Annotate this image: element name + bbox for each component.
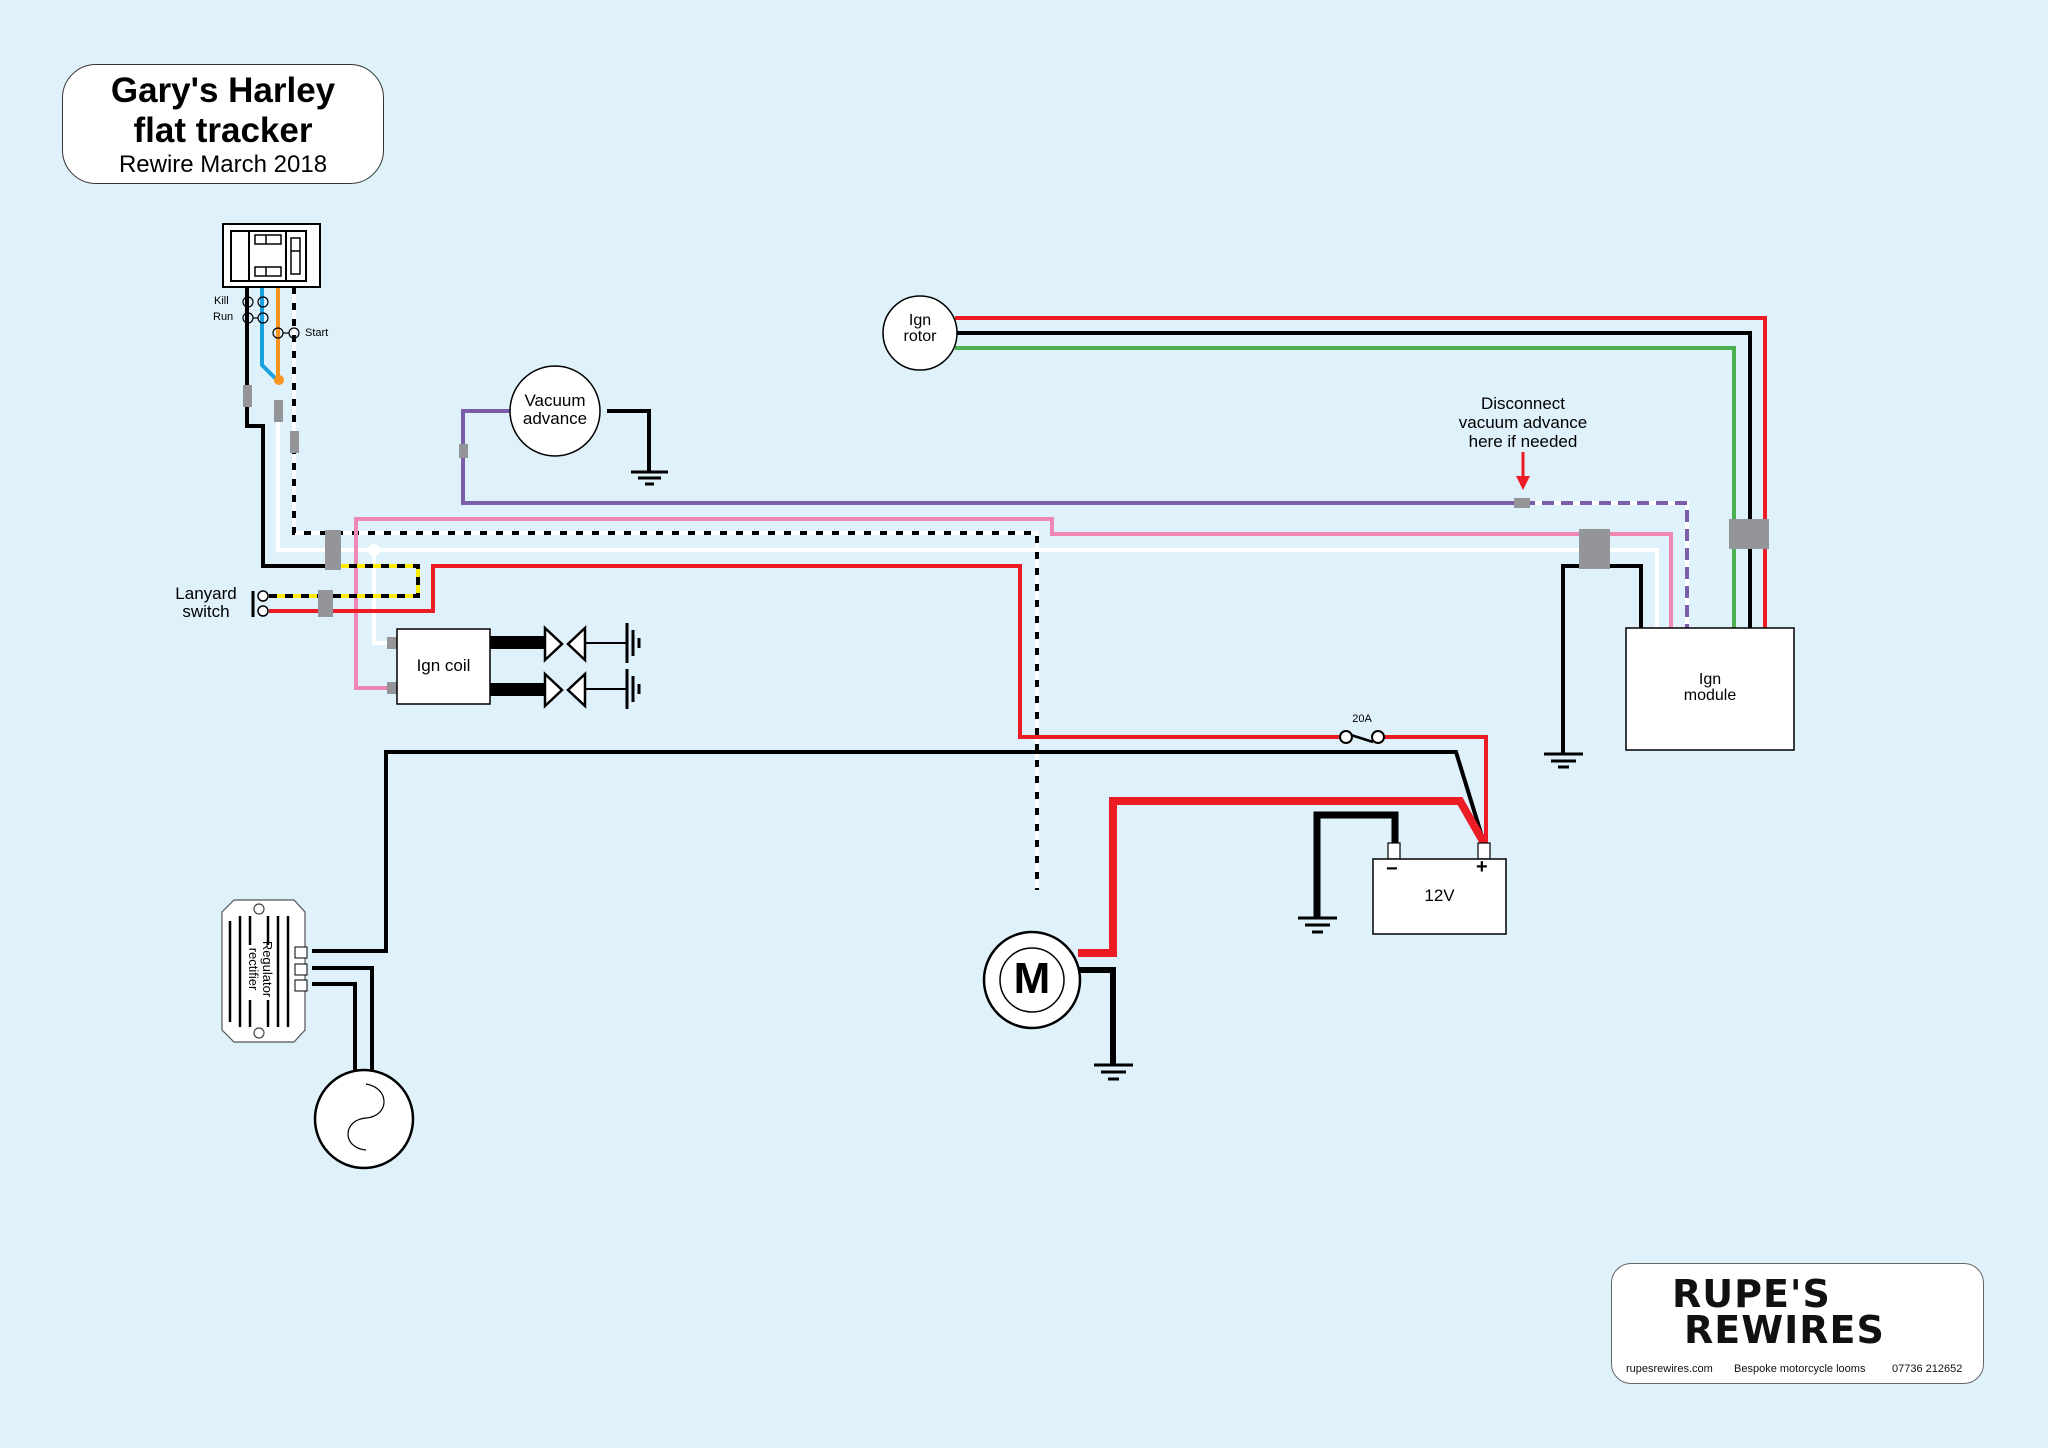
logo-tagline: Bespoke motorcycle looms (1734, 1363, 1866, 1375)
vacuum-connector (459, 444, 468, 458)
white-coil-branch (368, 544, 397, 645)
starter-motor-label: M (1013, 954, 1051, 1003)
battery-neg-label: − (1386, 858, 1398, 880)
vacuum-label-line2: advance (522, 409, 588, 428)
lanyard-label-line1: Lanyard (175, 584, 237, 603)
ign-module-label-line2: module (1683, 687, 1737, 704)
lanyard-wires (269, 530, 1343, 739)
battery-ground (1298, 811, 1399, 934)
main-connector (325, 530, 341, 570)
vacuum-advance-label: Vacuum advance (510, 392, 600, 428)
vacuum-advance (509, 365, 601, 457)
regulator-feed (312, 750, 1486, 953)
disconnect-annotation: Disconnect vacuum advance here if needed (1433, 394, 1613, 451)
ign-rotor (882, 295, 958, 371)
stator-wires (312, 966, 374, 1072)
title-subtitle: Rewire March 2018 (118, 151, 328, 178)
spark-plug-icon (543, 669, 641, 709)
handlebar-switch (222, 223, 321, 288)
rupes-rewires-logo: RUPE'S REWIRES rupesrewires.com Bespoke … (1611, 1263, 1984, 1384)
lanyard-label: Lanyard switch (168, 585, 244, 621)
ign-rotor-label: Ign rotor (890, 313, 950, 345)
run-label: Run (213, 311, 234, 323)
fuse-label: 20A (1352, 713, 1372, 725)
battery-pos-label: + (1476, 856, 1488, 878)
motor-ground (1078, 967, 1133, 1081)
ign-module-label: Ign module (1626, 672, 1794, 704)
title-line2: flat tracker (133, 111, 313, 150)
module-ground (1544, 529, 1643, 769)
logo-phone: 07736 212652 (1892, 1363, 1963, 1375)
ign-coil-label: Ign coil (416, 656, 471, 675)
start-label: Start (305, 327, 329, 339)
switch-wires (243, 287, 1659, 890)
annotation-line1: Disconnect (1480, 394, 1566, 413)
ign-rotor-label-line2: rotor (903, 328, 937, 345)
starter-cable (1078, 797, 1488, 957)
title-box: Gary's Harley flat tracker Rewire March … (62, 64, 384, 184)
battery-label: 12V (1424, 886, 1455, 905)
regulator-rectifier (221, 899, 308, 1043)
starter-motor-icon (982, 930, 1082, 1030)
vacuum-wire (459, 409, 1689, 628)
kill-label: Kill (214, 295, 229, 307)
regulator-label-line1: Regulator (260, 940, 275, 998)
regulator-label-line2: rectifier (246, 947, 261, 991)
annotation-line3: here if needed (1468, 432, 1578, 451)
annotation-line2: vacuum advance (1458, 413, 1588, 432)
ign-rotor-label-line1: Ign (908, 312, 932, 329)
lanyard-switch (251, 590, 269, 617)
logo-word1: RUPE'S (1672, 1272, 1831, 1316)
disconnect-arrow-icon (1516, 452, 1530, 490)
module-connector (1579, 529, 1610, 569)
logo-website: rupesrewires.com (1626, 1363, 1713, 1375)
disconnect-connector (1514, 498, 1530, 508)
switch-contacts (242, 296, 300, 339)
rotor-wires (955, 316, 1769, 628)
regulator-label: Regulator rectifier (246, 914, 275, 1024)
pink-wire (354, 517, 1673, 690)
alternator-icon (313, 1068, 415, 1170)
rotor-connector (1729, 519, 1769, 549)
fuse-feed (1339, 730, 1488, 843)
logo-word2: REWIRES (1684, 1308, 1885, 1352)
title-line1: Gary's Harley (110, 71, 336, 110)
lanyard-label-line2: switch (182, 602, 230, 621)
ign-module-label-line1: Ign (1698, 671, 1722, 688)
vacuum-ground-icon (631, 470, 668, 486)
ign-coil (387, 628, 546, 705)
vacuum-label-line1: Vacuum (524, 391, 586, 410)
ign-module (1625, 627, 1795, 751)
battery (1372, 842, 1507, 935)
spark-plug-icon (543, 623, 641, 663)
